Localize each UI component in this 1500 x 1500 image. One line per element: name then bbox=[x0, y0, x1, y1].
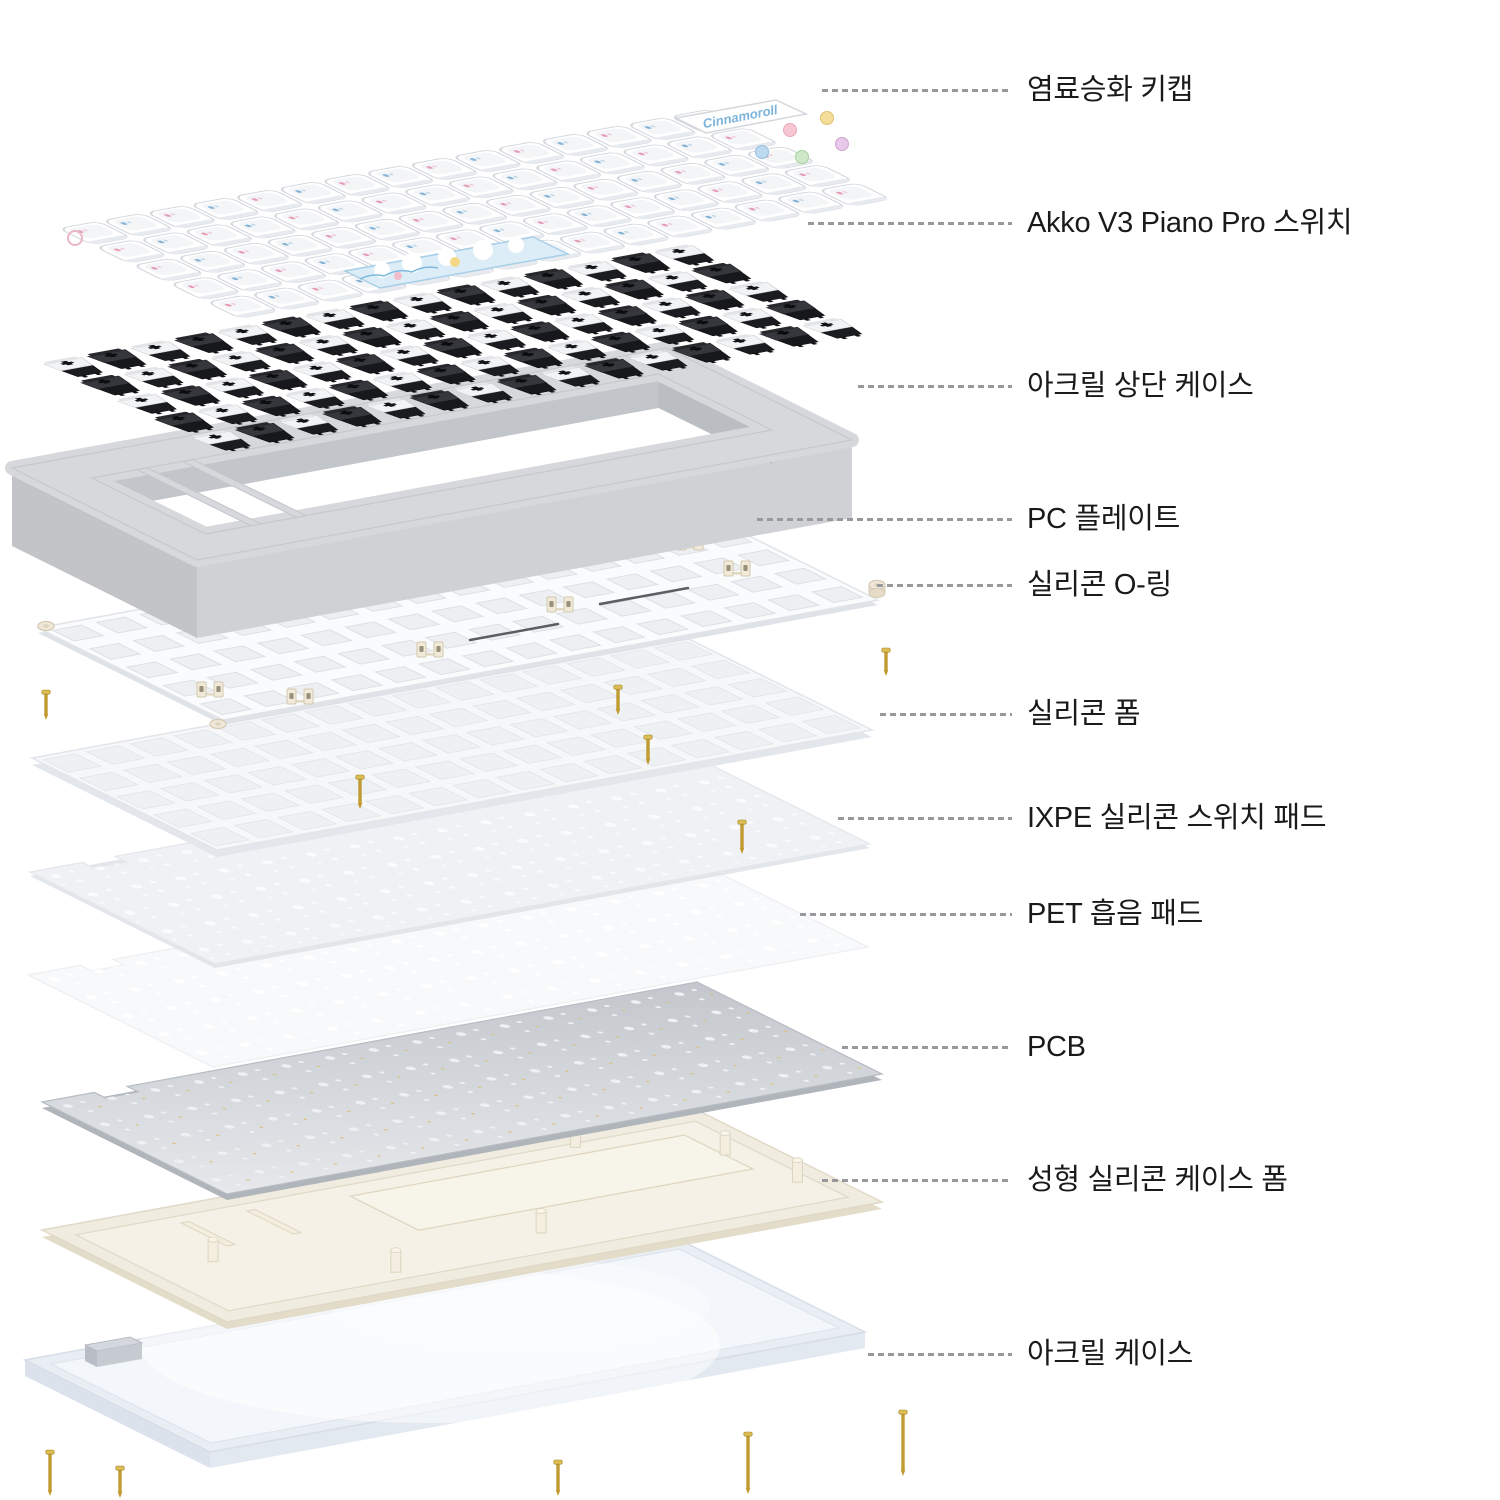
leader-line-silicone-foam bbox=[880, 712, 1012, 716]
spacebar-art-character bbox=[394, 272, 402, 280]
gold-screw bbox=[643, 734, 653, 765]
top-case-left-face bbox=[12, 468, 197, 638]
switch-field bbox=[35, 242, 875, 454]
gold-screw bbox=[881, 647, 891, 676]
top-case-inner-wall bbox=[92, 374, 659, 512]
plate-cutouts bbox=[38, 508, 878, 720]
layer-ixpe-pad bbox=[28, 751, 872, 968]
bottom-screws bbox=[45, 1409, 908, 1498]
top-case-dividers bbox=[135, 459, 308, 527]
layer-switches bbox=[35, 242, 875, 454]
pcb-pads bbox=[42, 982, 882, 1194]
callout-label-acrylic-case: 아크릴 케이스 bbox=[1027, 1338, 1194, 1370]
leader-line-pc-plate bbox=[757, 517, 1012, 521]
gold-screw bbox=[898, 1409, 908, 1476]
leader-line-keycaps bbox=[822, 88, 1012, 92]
stabilizer bbox=[196, 681, 224, 698]
top-case-front-face bbox=[197, 440, 852, 638]
callout-label-pcb: PCB bbox=[1027, 1031, 1086, 1063]
layer-silicone-foam bbox=[29, 637, 875, 857]
leader-line-pet-pad bbox=[800, 912, 1012, 916]
callout-label-pet-pad: PET 흡음 패드 bbox=[1027, 898, 1204, 930]
layer-pcb bbox=[40, 981, 884, 1200]
leader-line-ixpe-pad bbox=[838, 816, 1012, 820]
leader-line-o-ring bbox=[877, 583, 1012, 587]
callout-label-silicone-foam: 실리콘 폼 bbox=[1027, 698, 1141, 730]
upper-screws bbox=[41, 647, 891, 854]
gold-screw bbox=[553, 1459, 563, 1496]
leader-line-top-case bbox=[858, 384, 1012, 388]
gold-screw bbox=[613, 684, 623, 715]
gold-screw bbox=[355, 774, 365, 809]
leader-line-acrylic-case bbox=[868, 1352, 1012, 1356]
callout-label-keycaps: 염료승화 키캡 bbox=[1027, 74, 1194, 106]
acrylic-case-left-edge bbox=[25, 1360, 210, 1468]
plate-flex-slots bbox=[468, 586, 690, 642]
foam-holes bbox=[32, 638, 872, 850]
leader-line-pcb bbox=[842, 1045, 1012, 1049]
gold-screw bbox=[41, 689, 51, 720]
layer-pet-pad bbox=[26, 854, 870, 1068]
callout-label-case-foam: 성형 실리콘 케이스 폼 bbox=[1027, 1164, 1288, 1196]
silicone-o-ring bbox=[37, 620, 55, 632]
callout-label-o-ring: 실리콘 O-링 bbox=[1027, 569, 1172, 601]
art-keycap-icons bbox=[67, 111, 849, 246]
stabilizer bbox=[723, 560, 751, 577]
spacebar-art-character bbox=[450, 257, 460, 267]
layer-pc-plate bbox=[35, 507, 886, 730]
silicone-o-ring bbox=[209, 718, 227, 730]
gold-screw bbox=[743, 1431, 753, 1494]
case-foam-pocket bbox=[348, 1134, 755, 1231]
layer-case-foam bbox=[39, 1109, 885, 1329]
callout-label-top-case: 아크릴 상단 케이스 bbox=[1027, 370, 1254, 402]
leader-line-switches bbox=[808, 221, 1012, 225]
ixpe-holes bbox=[30, 752, 870, 964]
gold-screw bbox=[737, 819, 747, 854]
usb-connector bbox=[83, 1336, 144, 1367]
callout-label-pc-plate: PC 플레이트 bbox=[1027, 503, 1180, 535]
keycap-field bbox=[55, 108, 895, 320]
layer-top-case bbox=[5, 341, 859, 638]
gold-screw bbox=[115, 1465, 125, 1498]
leader-line-case-foam bbox=[822, 1178, 1012, 1182]
spacebar-keycap bbox=[342, 236, 571, 289]
callout-label-ixpe-pad: IXPE 실리콘 스위치 패드 bbox=[1027, 802, 1327, 834]
stabilizer bbox=[546, 596, 574, 613]
callout-label-switches: Akko V3 Piano Pro 스위치 bbox=[1027, 207, 1353, 239]
gold-screw bbox=[45, 1449, 55, 1496]
pet-holes bbox=[28, 855, 868, 1067]
stabilizer bbox=[416, 641, 444, 658]
stabilizer bbox=[286, 688, 314, 705]
layer-keycaps: Cinnamoroll bbox=[55, 99, 895, 320]
silicone-o-rings bbox=[37, 579, 886, 730]
